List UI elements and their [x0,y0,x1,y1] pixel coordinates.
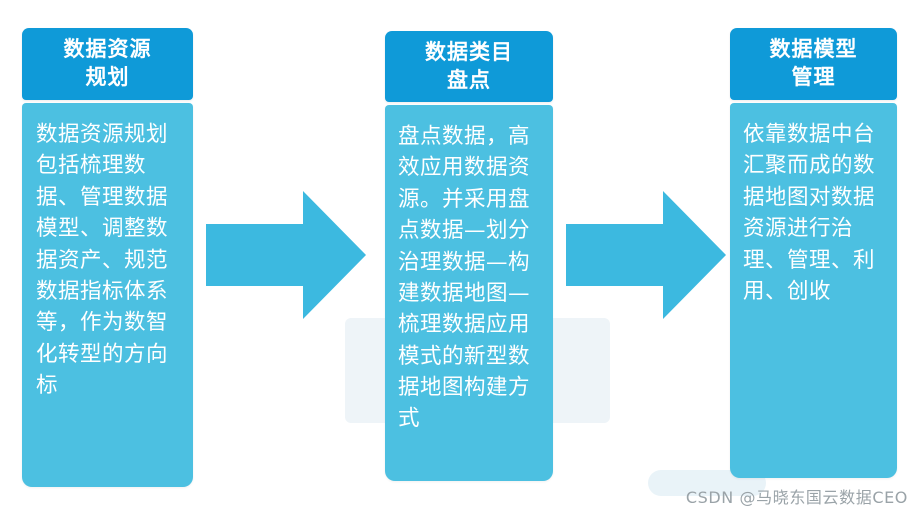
card-header-2: 数据类目 盘点 [385,31,553,102]
process-card-data-resource-planning[interactable]: 数据资源 规划 数据资源规划包括梳理数据、管理数据模型、调整数据资产、规范数据指… [22,28,193,487]
card-body-1: 数据资源规划包括梳理数据、管理数据模型、调整数据资产、规范数据指标体系等，作为数… [22,103,193,487]
process-card-data-model-management[interactable]: 数据模型 管理 依靠数据中台汇聚而成的数据地图对数据资源进行治理、管理、利用、创… [730,28,897,478]
card-body-2: 盘点数据，高效应用数据资源。并采用盘点数据—划分治理数据—构建数据地图—梳理数据… [385,105,553,481]
card-title-line2-1: 规划 [85,65,130,89]
process-card-data-catalog-inventory[interactable]: 数据类目 盘点 盘点数据，高效应用数据资源。并采用盘点数据—划分治理数据—构建数… [385,31,553,481]
card-title-line2-2: 盘点 [447,67,491,92]
card-body-3: 依靠数据中台汇聚而成的数据地图对数据资源进行治理、管理、利用、创收 [730,103,897,478]
card-title-line1-2: 数据类目 [425,39,513,64]
watermark-text: CSDN @马晓东国云数据CEO [685,488,908,507]
card-title-line1-1: 数据资源 [63,37,152,62]
card-header-3: 数据模型 管理 [730,28,897,100]
card-title-line2-3: 管理 [791,65,836,89]
card-title-line1-3: 数据模型 [769,37,858,62]
flow-arrow-icon-1 [206,191,366,319]
card-header-1: 数据资源 规划 [22,28,193,100]
flow-arrow-icon-2 [566,191,726,319]
